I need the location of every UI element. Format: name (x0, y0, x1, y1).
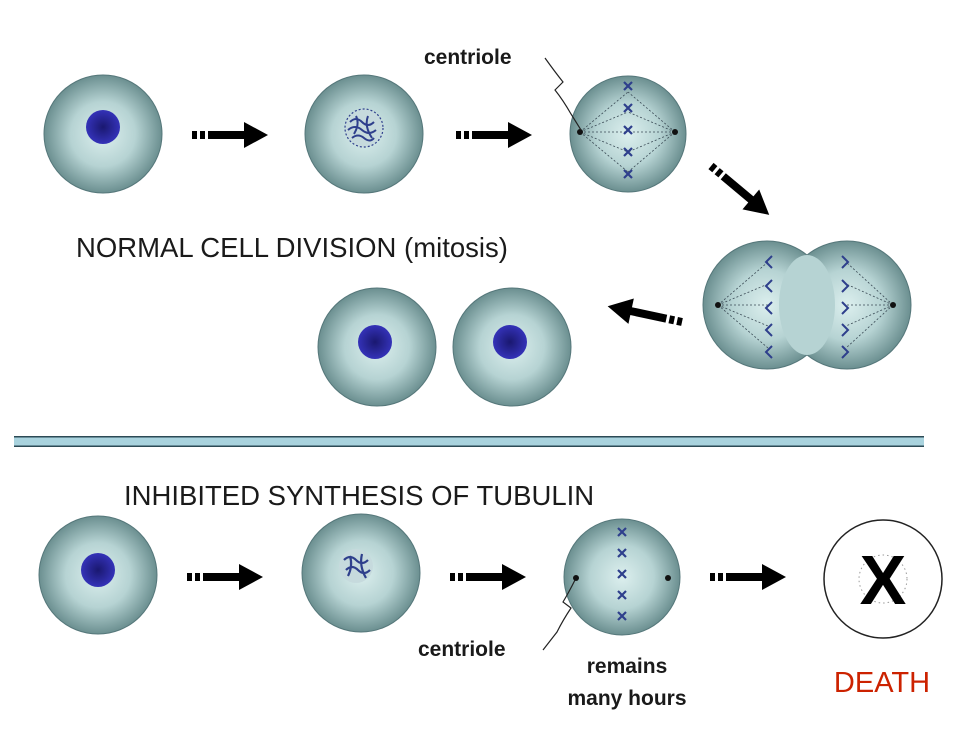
faded-nucleus (858, 554, 908, 604)
arrow-right (450, 564, 526, 590)
centriole-label-top: centriole (424, 46, 512, 69)
dead-cell: X (823, 519, 943, 639)
normal-cell-interphase (43, 74, 163, 194)
arrow-diagonal (702, 156, 778, 225)
daughter-cell-left (317, 287, 437, 407)
aligned-chromosomes (623, 81, 633, 179)
centriole-dot (672, 129, 678, 135)
arrow-right (187, 564, 263, 590)
centriole-pointer-top (544, 57, 582, 131)
arrow-right (192, 122, 268, 148)
spindle-fibers (579, 91, 676, 173)
centriole-dot (577, 129, 583, 135)
chromosomes (347, 115, 377, 142)
daughter-cell-right (452, 287, 572, 407)
section-divider (14, 436, 924, 447)
inhibited-cell-arrested (563, 518, 681, 636)
normal-division-title: NORMAL CELL DIVISION (mitosis) (76, 232, 508, 263)
centriole-dot (890, 302, 896, 308)
inhibited-cell-prophase (301, 513, 421, 633)
centriole-label-bottom: centriole (418, 638, 506, 661)
chromosomes (343, 553, 371, 579)
remains-label-line1: remains (587, 655, 668, 678)
separated-chromosomes (764, 255, 850, 359)
arrested-chromosomes (617, 527, 627, 621)
inhibited-cell-interphase (38, 515, 158, 635)
nucleus (493, 325, 527, 359)
normal-cell-prophase (304, 74, 424, 194)
death-x-mark: X (860, 541, 907, 619)
nucleus-envelope (339, 549, 373, 583)
arrow-left (604, 293, 685, 335)
centriole-pointer-bottom (542, 579, 576, 651)
centriole-dot (573, 575, 579, 581)
normal-cell-metaphase (569, 75, 687, 193)
inhibited-title: INHIBITED SYNTHESIS OF TUBULIN (124, 480, 594, 511)
nucleus (358, 325, 392, 359)
centriole-dot (715, 302, 721, 308)
arrow-right (456, 122, 532, 148)
death-label: DEATH (834, 667, 930, 699)
nucleus (81, 553, 115, 587)
nucleus (86, 110, 120, 144)
remains-label-line2: many hours (567, 687, 686, 710)
spindle-fibers (717, 261, 894, 349)
arrow-right (710, 564, 786, 590)
normal-cell-telophase (702, 240, 912, 370)
centriole-dot (665, 575, 671, 581)
